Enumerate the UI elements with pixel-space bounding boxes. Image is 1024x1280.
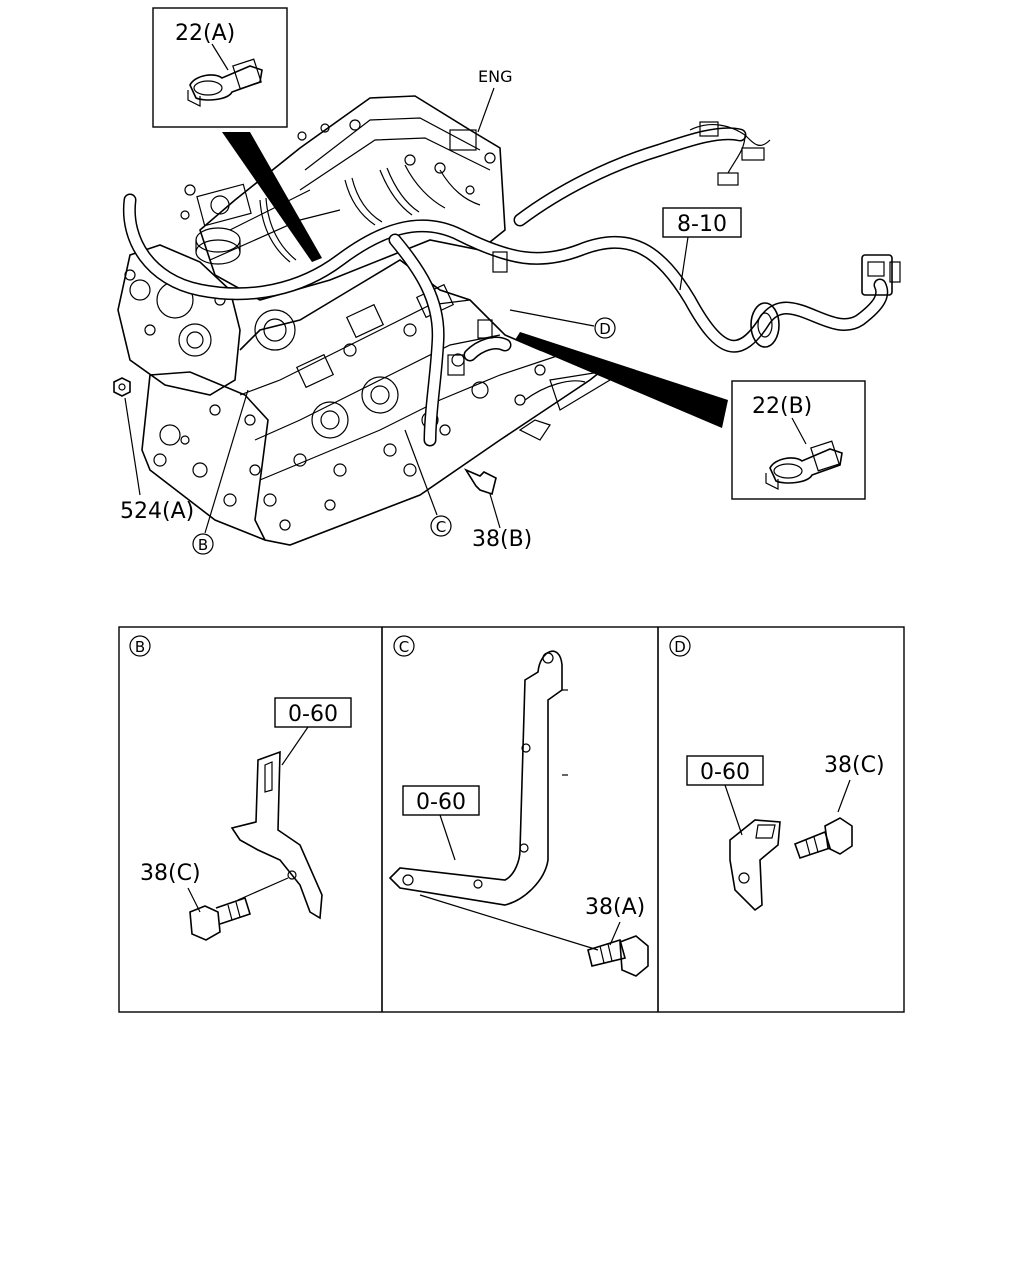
label-8-10: 8-10 bbox=[677, 212, 727, 237]
label-22a: 22(A) bbox=[175, 21, 235, 46]
ref-box-8-10: 8-10 bbox=[662, 207, 742, 291]
bracket-b-icon bbox=[230, 750, 323, 920]
inset-22a: 22(A) bbox=[152, 7, 288, 128]
callout-c-engine: C bbox=[404, 429, 452, 537]
svg-text:D: D bbox=[599, 320, 611, 338]
svg-text:B: B bbox=[198, 536, 208, 554]
panel-d-ref-label: 0-60 bbox=[700, 760, 750, 785]
clip-22b-icon bbox=[765, 440, 843, 490]
bolt-38a-icon bbox=[587, 935, 649, 977]
panel-b: B 0-60 38(C) bbox=[129, 635, 352, 941]
pointer-wedge-22b bbox=[515, 332, 728, 428]
inset-22b: 22(B) bbox=[731, 380, 866, 500]
label-524a: 524(A) bbox=[120, 499, 194, 524]
nut-524a: 524(A) bbox=[113, 377, 194, 524]
bolt-38c-b-icon bbox=[189, 896, 251, 941]
bolt-38c-d-icon bbox=[793, 817, 853, 860]
panel-c-bolt-label: 38(A) bbox=[585, 895, 645, 920]
panel-d-bolt-label: 38(C) bbox=[824, 753, 885, 778]
label-22b: 22(B) bbox=[752, 394, 812, 419]
pointer-wedge-22a bbox=[222, 132, 322, 262]
bracket-c-icon bbox=[388, 650, 568, 906]
engine-block-drawing bbox=[117, 95, 901, 546]
callout-b-engine: B bbox=[192, 389, 249, 555]
label-eng: ENG bbox=[478, 67, 512, 86]
callout-d-engine: D bbox=[509, 309, 616, 339]
panel-d-label: D bbox=[674, 638, 686, 656]
panel-c-ref-label: 0-60 bbox=[416, 790, 466, 815]
bolt-38b: 38(B) bbox=[463, 468, 532, 552]
panel-b-ref-label: 0-60 bbox=[288, 702, 338, 727]
label-38b: 38(B) bbox=[472, 527, 532, 552]
bracket-d-icon bbox=[729, 819, 781, 912]
panel-d: D 0-60 38(C) bbox=[669, 635, 885, 912]
clip-22a-icon bbox=[187, 58, 263, 107]
panel-c-label: C bbox=[399, 638, 409, 656]
panel-b-bolt-label: 38(C) bbox=[140, 861, 201, 886]
svg-text:C: C bbox=[436, 518, 446, 536]
panel-b-label: B bbox=[135, 638, 145, 656]
panel-c: C 0-60 38(A) bbox=[388, 635, 649, 977]
detail-panels bbox=[118, 626, 905, 1013]
